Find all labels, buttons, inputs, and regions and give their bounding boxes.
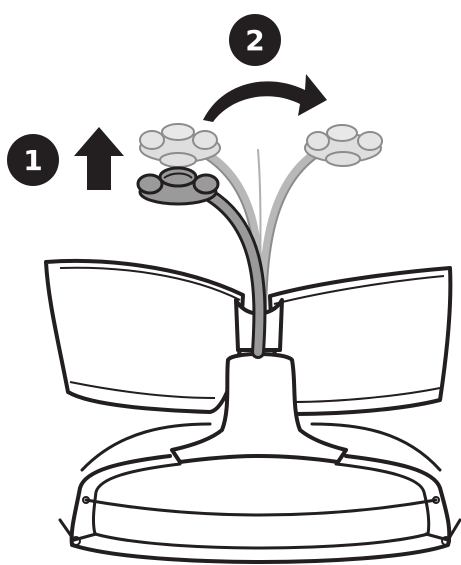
toy-right xyxy=(194,175,218,193)
step-1-number: 1 xyxy=(23,144,42,177)
toy-left xyxy=(138,175,162,193)
mobile-toy-cluster xyxy=(138,168,218,204)
base-frame-inner xyxy=(93,464,428,548)
ghost-toy-cluster-right xyxy=(305,125,382,166)
step-2-number: 2 xyxy=(245,24,264,57)
step-1: 1 xyxy=(7,127,124,190)
basket-left-half xyxy=(46,261,243,412)
up-arrow-icon xyxy=(74,127,124,190)
basket-right-half xyxy=(270,268,450,414)
step-2: 2 xyxy=(203,14,327,122)
base-crossbar xyxy=(86,500,436,515)
curved-arrow-icon xyxy=(203,74,327,122)
